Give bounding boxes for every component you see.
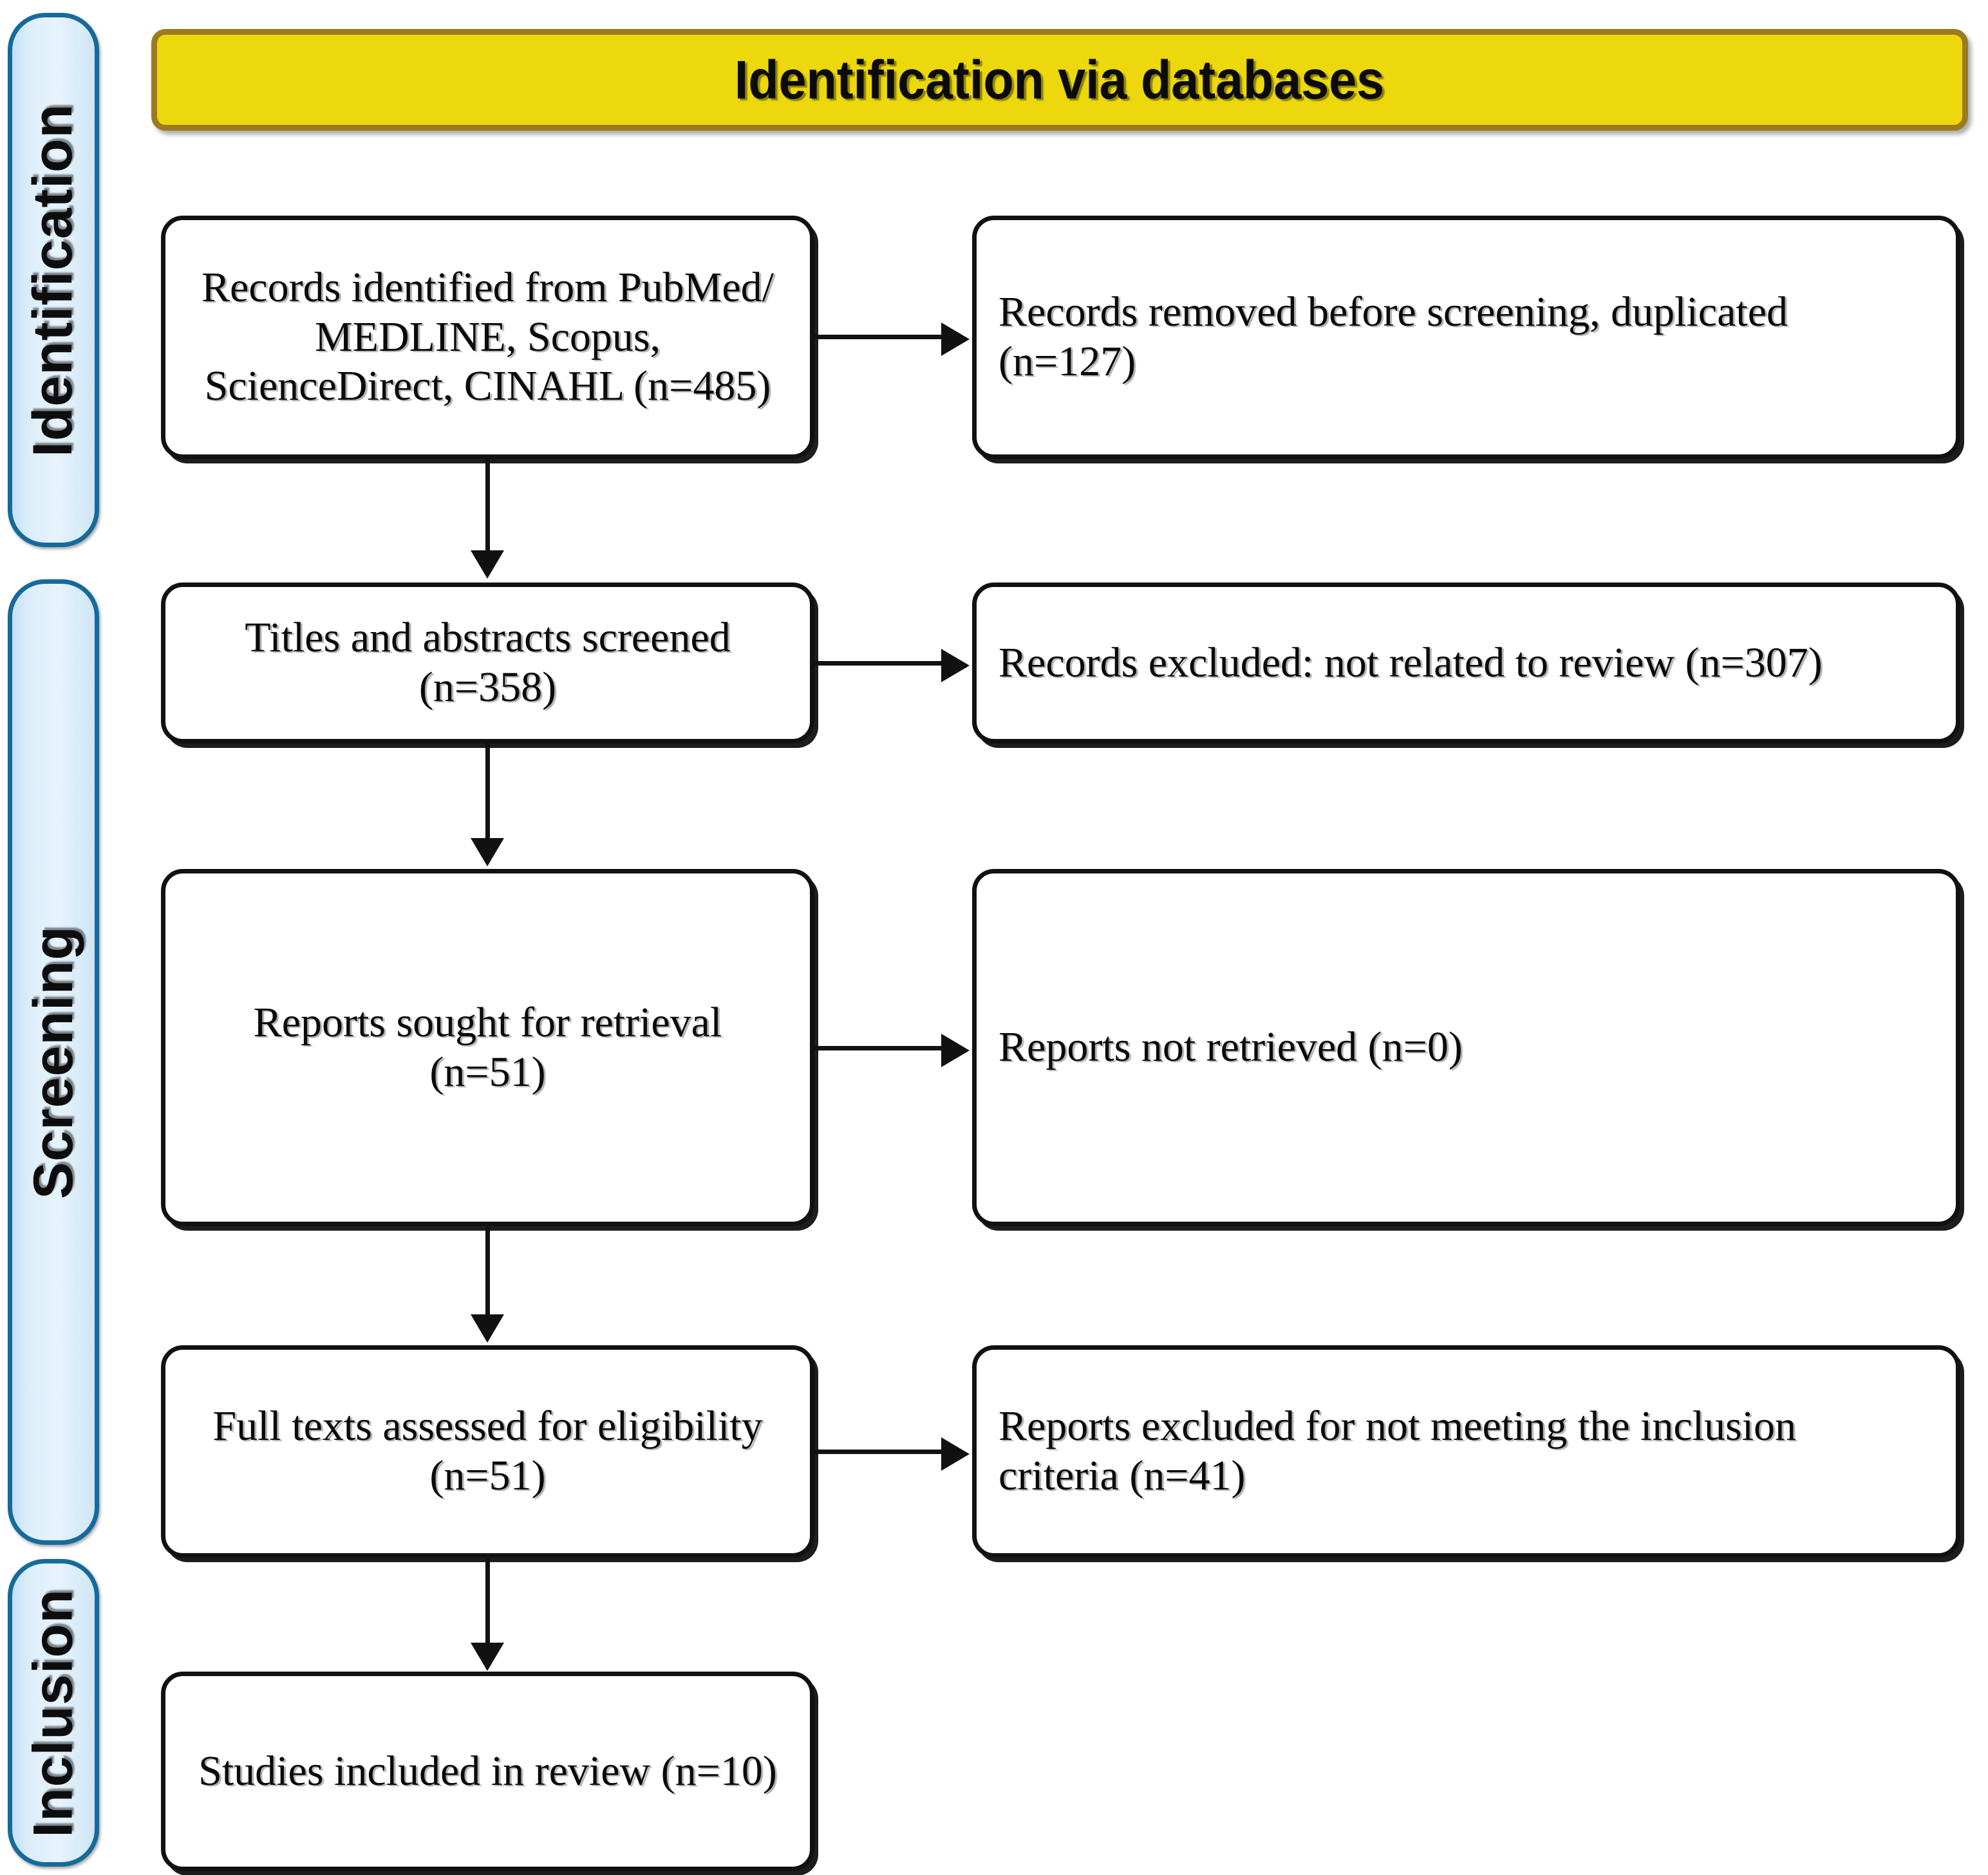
- box-reports-excluded-criteria-text: Reports excluded for not meeting the inc…: [999, 1403, 1797, 1499]
- box-titles-abstracts-screened: Titles and abstracts screened (n=358): [161, 583, 814, 743]
- box-studies-included-text: Studies included in review (n=10): [198, 1747, 777, 1795]
- box-reports-sought: Reports sought for retrieval (n=51): [161, 869, 814, 1226]
- stage-bar-screening: Screening: [8, 579, 99, 1545]
- stage-bar-identification: Identification: [8, 13, 99, 547]
- box-titles-abstracts-screened-text: Titles and abstracts screened (n=358): [245, 614, 731, 711]
- banner-title: Identification via databases: [735, 49, 1385, 110]
- stage-label-identification: Identification: [22, 103, 84, 457]
- box-reports-not-retrieved-text: Reports not retrieved (n=0): [999, 1023, 1463, 1071]
- connector-identified-to-removed: [814, 335, 943, 339]
- connector-sought-to-not-retrieved: [814, 1046, 943, 1050]
- arrowhead-identified-to-removed: [941, 322, 970, 356]
- box-full-texts-assessed: Full texts assessed for eligibility (n=5…: [161, 1345, 814, 1558]
- arrowhead-identified-to-screened: [471, 550, 504, 579]
- arrowhead-screened-to-sought: [471, 838, 504, 866]
- arrowhead-fulltext-to-excluded-criteria: [941, 1437, 970, 1471]
- box-reports-not-retrieved: Reports not retrieved (n=0): [972, 869, 1960, 1226]
- box-records-excluded-not-related-text: Records excluded: not related to review …: [999, 639, 1823, 686]
- connector-fulltext-to-included: [485, 1558, 490, 1645]
- box-records-removed: Records removed before screening, duplic…: [972, 216, 1960, 459]
- stage-label-inclusion: Inclusion: [22, 1588, 84, 1838]
- connector-screened-to-sought: [485, 743, 490, 840]
- box-reports-sought-text: Reports sought for retrieval (n=51): [253, 998, 722, 1096]
- connector-identified-to-screened: [485, 459, 490, 552]
- stage-bar-inclusion: Inclusion: [8, 1559, 99, 1867]
- box-studies-included: Studies included in review (n=10): [161, 1672, 814, 1871]
- box-full-texts-assessed-text: Full texts assessed for eligibility (n=5…: [212, 1403, 763, 1499]
- box-records-removed-text: Records removed before screening, duplic…: [999, 288, 1788, 385]
- box-records-excluded-not-related: Records excluded: not related to review …: [972, 583, 1960, 743]
- identification-banner: Identification via databases: [151, 29, 1968, 131]
- box-records-identified: Records identified from PubMed/ MEDLINE,…: [161, 216, 814, 459]
- arrowhead-fulltext-to-included: [471, 1643, 504, 1671]
- arrowhead-sought-to-fulltext: [471, 1314, 504, 1343]
- arrowhead-sought-to-not-retrieved: [941, 1034, 970, 1067]
- arrowhead-screened-to-excluded: [941, 649, 970, 682]
- box-records-identified-text: Records identified from PubMed/ MEDLINE,…: [201, 264, 774, 410]
- connector-sought-to-fulltext: [485, 1226, 490, 1316]
- stage-label-screening: Screening: [22, 925, 84, 1199]
- box-reports-excluded-criteria: Reports excluded for not meeting the inc…: [972, 1345, 1960, 1558]
- connector-screened-to-excluded: [814, 661, 943, 666]
- connector-fulltext-to-excluded-criteria: [814, 1450, 943, 1454]
